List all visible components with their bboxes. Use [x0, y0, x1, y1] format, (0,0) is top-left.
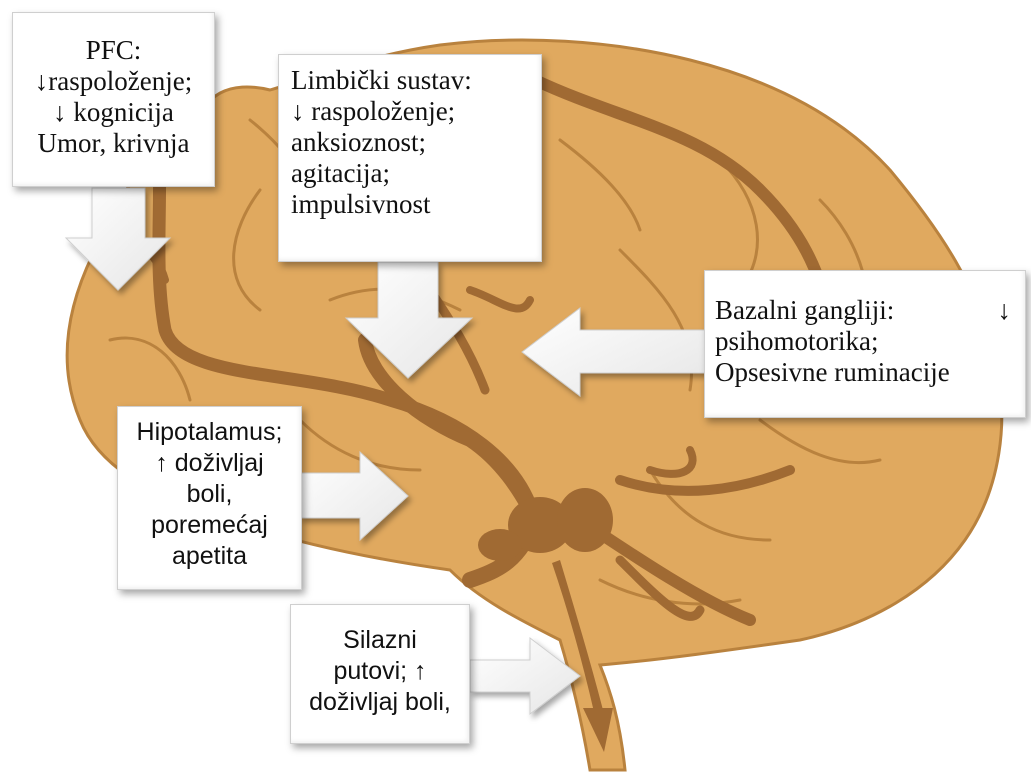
basal-ganglia-mass — [557, 488, 613, 552]
descending-line-1: Silazni — [291, 625, 469, 656]
descending-line-3: doživljaj boli, — [291, 687, 469, 718]
descending-line-2: putovi; ↑ — [291, 656, 469, 687]
basal-label-box: Bazalni gangliji: ↓ psihomotorika; Opses… — [704, 270, 1026, 418]
pfc-line-3: ↓ kognicija — [13, 97, 214, 128]
pfc-line-1: PFC: — [13, 35, 214, 66]
hypothalamus-line-3: boli, — [118, 479, 301, 510]
pfc-line-2: ↓raspoloženje; — [13, 66, 214, 97]
hypothalamus-line-5: apetita — [118, 541, 301, 572]
hypothalamus-line-1: Hipotalamus; — [118, 417, 301, 448]
basal-line-1: Bazalni gangliji: — [715, 295, 894, 326]
pfc-label-box: PFC: ↓raspoloženje; ↓ kognicija Umor, kr… — [12, 12, 215, 187]
limbic-line-5: impulsivnost — [291, 189, 541, 220]
limbic-line-1: Limbički sustav: — [291, 65, 541, 96]
basal-line-4: Opsesivne ruminacije — [715, 357, 1015, 388]
limbic-line-3: anksioznost; — [291, 127, 541, 158]
descending-label-box: Silazni putovi; ↑ doživljaj boli, — [290, 604, 470, 744]
hypothalamus-label-box: Hipotalamus; ↑ doživljaj boli, poremećaj… — [117, 406, 302, 590]
hypothalamus-line-4: poremećaj — [118, 510, 301, 541]
basal-line-3: psihomotorika; — [715, 326, 1015, 357]
limbic-line-2: ↓ raspoloženje; — [291, 96, 541, 127]
basal-line-2: ↓ — [998, 295, 1012, 326]
limbic-label-box: Limbički sustav: ↓ raspoloženje; anksioz… — [278, 54, 542, 262]
hypothalamus-line-2: ↑ doživljaj — [118, 448, 301, 479]
limbic-line-4: agitacija; — [291, 158, 541, 189]
pfc-line-4: Umor, krivnja — [13, 128, 214, 159]
hypothalamus-mass — [478, 529, 522, 561]
